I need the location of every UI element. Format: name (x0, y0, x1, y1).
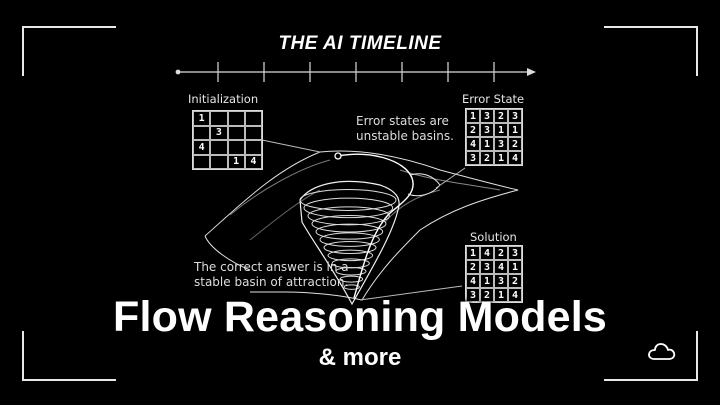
grid-cell (193, 154, 211, 169)
frame-corner-top-left (22, 26, 116, 76)
grid-cell: 1 (480, 137, 494, 151)
basin-contour (311, 215, 387, 233)
grid-cell: 3 (480, 260, 494, 274)
cloud-icon (648, 343, 676, 360)
grid-cell: 2 (480, 288, 494, 302)
grid-cell (227, 111, 245, 126)
frame-corner-top-right (604, 26, 698, 76)
grid-cell: 1 (193, 111, 211, 126)
basin-contour (299, 189, 397, 211)
initialization-label: Initialization (188, 92, 259, 106)
grid-cell: 1 (508, 260, 522, 274)
grid-cell: 2 (494, 109, 508, 123)
grid-cell (244, 125, 262, 140)
error-state-label: Error State (462, 92, 525, 106)
basin-contour (303, 197, 394, 219)
grid-cell: 4 (508, 288, 522, 302)
timeline-ticks (217, 62, 495, 82)
grid-cell: 2 (494, 246, 508, 260)
basin-contour (319, 232, 380, 247)
basin-contour (327, 249, 374, 262)
grid-cell (227, 125, 245, 140)
grid-cell: 4 (508, 151, 522, 165)
grid-cell: 1 (494, 123, 508, 137)
grid-cell: 3 (494, 137, 508, 151)
grid-cell: 1 (227, 154, 245, 169)
grid-cell: 3 (210, 125, 228, 140)
timeline-axis (175, 62, 536, 82)
basin-contour (315, 223, 384, 240)
grid-cell: 3 (508, 109, 522, 123)
grid-cell (193, 125, 211, 140)
grid-cell: 2 (508, 137, 522, 151)
grid-cell (210, 140, 228, 155)
grid-cell: 4 (480, 246, 494, 260)
basin-contour (323, 241, 377, 254)
basin-contour (339, 275, 364, 283)
grid-cell: 2 (480, 151, 494, 165)
subheadline: & more (318, 344, 402, 371)
grid-cell: 1 (508, 123, 522, 137)
timeline-title: THE AI TIMELINE (278, 33, 442, 54)
error-note: Error states are unstable basins. (356, 114, 454, 143)
grid-cell (210, 111, 228, 126)
grid-cell: 3 (494, 274, 508, 288)
frame-corner-bottom-left (22, 331, 116, 381)
grid-cell: 1 (494, 151, 508, 165)
grid-cell: 3 (466, 288, 480, 302)
basin-contour (343, 284, 360, 290)
grid-cell: 3 (480, 123, 494, 137)
grid-cell: 1 (494, 288, 508, 302)
grid-cell (227, 140, 245, 155)
grid-cell: 3 (480, 109, 494, 123)
grid-cell: 2 (466, 260, 480, 274)
grid-cell: 4 (244, 154, 262, 169)
grid-cell: 1 (466, 109, 480, 123)
grid-cell (244, 140, 262, 155)
grid-cell: 4 (193, 140, 211, 155)
terrain-surface (204, 139, 519, 306)
headline: Flow Reasoning Models (113, 293, 607, 341)
grid-cell: 3 (508, 246, 522, 260)
solution-label: Solution (470, 230, 517, 244)
grid-cell: 3 (466, 151, 480, 165)
grid-cell: 4 (494, 260, 508, 274)
grid-cell: 4 (466, 274, 480, 288)
grid-cell (210, 154, 228, 169)
grid-cell: 1 (480, 274, 494, 288)
grid-cell: 4 (466, 137, 480, 151)
correct-answer-note: The correct answer is in a stable basin … (194, 260, 349, 289)
basin-contour (307, 206, 390, 226)
grid-cell (244, 111, 262, 126)
frame-corner-bottom-right (604, 331, 698, 381)
basin-contour (335, 267, 367, 276)
grid-cell: 2 (508, 274, 522, 288)
grid-cell: 1 (466, 246, 480, 260)
grid-cell: 2 (466, 123, 480, 137)
